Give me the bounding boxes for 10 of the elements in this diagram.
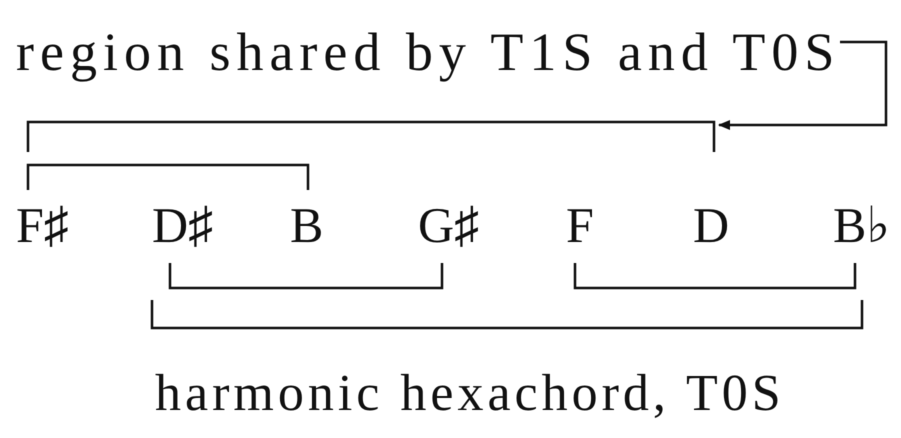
caption-text: harmonic hexachord, T0S [155, 368, 785, 420]
note-name: F [566, 200, 594, 250]
annotation-text: region shared by T1S and T0S [16, 22, 840, 82]
note-name: D [693, 200, 730, 250]
note-name: F♯ [16, 200, 69, 250]
leader-arrow [718, 40, 888, 130]
note-name: G♯ [418, 200, 480, 250]
note-name: B♭ [833, 200, 890, 250]
note-name: D♯ [152, 200, 214, 250]
note-name: B [290, 200, 324, 250]
